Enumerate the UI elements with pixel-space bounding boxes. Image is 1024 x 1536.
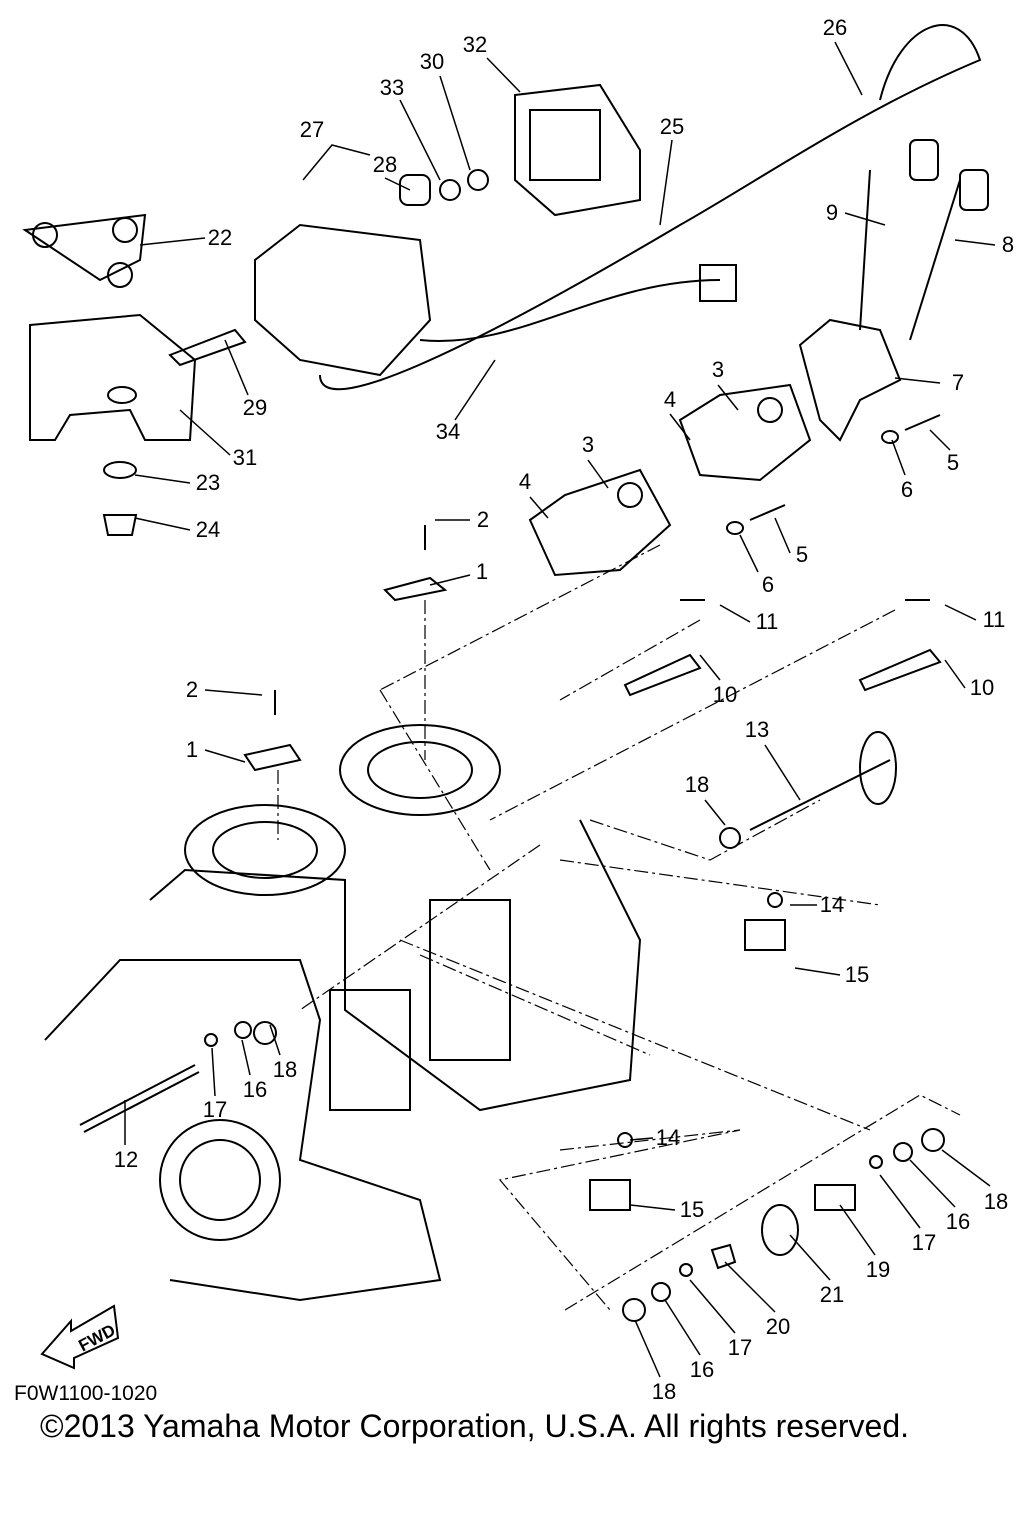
callout[interactable]: 14 — [655, 1125, 681, 1150]
callout[interactable]: 18 — [272, 1057, 298, 1082]
callout[interactable]: 24 — [195, 517, 221, 542]
callout[interactable]: 32 — [462, 32, 488, 57]
callout[interactable]: 33 — [379, 75, 405, 100]
callout[interactable]: 19 — [865, 1257, 891, 1282]
callout[interactable]: 6 — [900, 477, 914, 502]
callout[interactable]: 9 — [825, 200, 839, 225]
callout[interactable]: 5 — [946, 450, 960, 475]
callout[interactable]: 22 — [207, 225, 233, 250]
callout[interactable]: 12 — [113, 1147, 139, 1172]
callout[interactable]: 5 — [795, 542, 809, 567]
alignment-lines — [277, 544, 961, 1311]
engine-block — [44, 724, 642, 1302]
fwd-arrow: FWD — [36, 1296, 126, 1381]
callout[interactable]: 28 — [372, 152, 398, 177]
callout[interactable]: 10 — [969, 675, 995, 700]
copyright-notice: ©2013 Yamaha Motor Corporation, U.S.A. A… — [40, 1408, 910, 1444]
callout[interactable]: 3 — [581, 432, 595, 457]
callout[interactable]: 20 — [765, 1314, 791, 1339]
callout[interactable]: 15 — [844, 962, 870, 987]
callout[interactable]: 15 — [679, 1197, 705, 1222]
callout[interactable]: 1 — [475, 559, 489, 584]
callout[interactable]: 8 — [1001, 232, 1015, 257]
callout[interactable]: 26 — [822, 15, 848, 40]
callout[interactable]: 17 — [202, 1097, 228, 1122]
callout[interactable]: 11 — [982, 607, 1006, 632]
callout[interactable]: 18 — [983, 1189, 1009, 1214]
callout[interactable]: 30 — [419, 49, 445, 74]
callout[interactable]: 27 — [299, 117, 325, 142]
callout[interactable]: 13 — [744, 717, 770, 742]
callout[interactable]: 2 — [476, 507, 490, 532]
callout[interactable]: 6 — [761, 572, 775, 597]
callout[interactable]: 18 — [684, 772, 710, 797]
callout[interactable]: 10 — [712, 682, 738, 707]
callout[interactable]: 14 — [819, 892, 845, 917]
callout[interactable]: 11 — [755, 609, 779, 634]
callout[interactable]: 4 — [518, 469, 532, 494]
callout[interactable]: 29 — [242, 395, 268, 420]
forward-arrow-icon: FWD — [40, 1304, 120, 1370]
callout[interactable]: 16 — [689, 1357, 715, 1382]
callout[interactable]: 3 — [711, 357, 725, 382]
callout[interactable]: 4 — [663, 387, 677, 412]
callout[interactable]: 16 — [945, 1209, 971, 1234]
callout[interactable]: 18 — [651, 1379, 677, 1404]
callout[interactable]: 1 — [185, 737, 199, 762]
callout[interactable]: 17 — [727, 1335, 753, 1360]
callout[interactable]: 34 — [435, 419, 461, 444]
callout[interactable]: 21 — [819, 1282, 845, 1307]
callout[interactable]: 7 — [951, 370, 965, 395]
callout[interactable]: 16 — [242, 1077, 268, 1102]
callout[interactable]: 25 — [659, 114, 685, 139]
callout[interactable]: 2 — [185, 677, 199, 702]
callout[interactable]: 17 — [911, 1230, 937, 1255]
callout[interactable]: 31 — [232, 445, 258, 470]
callout[interactable]: 23 — [195, 470, 221, 495]
small-parts — [22, 24, 989, 1322]
diagram-code: F0W1100-1020 — [14, 1382, 158, 1405]
